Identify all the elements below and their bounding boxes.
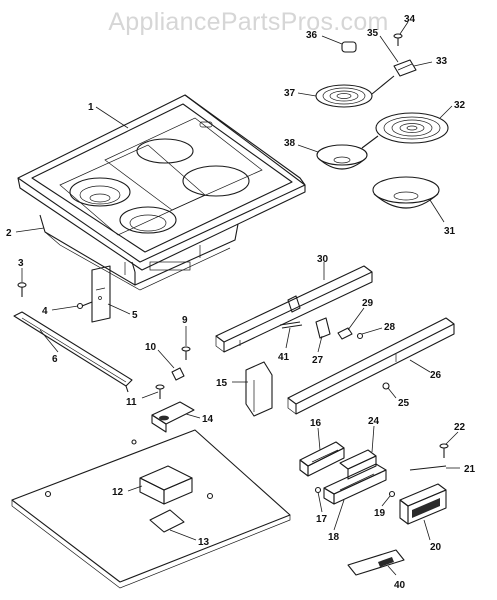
callout-10: 10	[145, 342, 157, 353]
callout-41: 41	[278, 352, 290, 363]
callout-16: 16	[310, 418, 322, 429]
screw-part-28	[356, 332, 364, 340]
terminal-block	[393, 59, 417, 77]
callout-12: 12	[112, 487, 124, 498]
clip-part-27	[315, 317, 331, 339]
callout-14: 14	[202, 414, 214, 425]
trim-strip	[13, 311, 133, 393]
screw-part-29	[337, 327, 353, 340]
callout-22: 22	[454, 422, 466, 433]
infinite-switch	[299, 441, 345, 477]
callout-25: 25	[398, 398, 410, 409]
callout-24: 24	[368, 416, 380, 427]
terminal-part-17	[314, 486, 322, 494]
callout-34: 34	[404, 14, 416, 25]
knob-cap	[341, 41, 357, 53]
callout-4: 4	[42, 306, 48, 317]
screw-part-19	[388, 490, 396, 498]
callout-37: 37	[284, 88, 296, 99]
bracket-part-5	[91, 265, 111, 323]
callout-3: 3	[18, 258, 24, 269]
switch-block	[339, 449, 377, 480]
callout-labels: 1 2 3 4 5 6 9 10 11 12 13 14 15 16 17 18…	[6, 14, 476, 591]
callout-29: 29	[362, 298, 374, 309]
rear-channel	[215, 265, 373, 353]
watermark: AppliancePartsPros.com	[108, 8, 389, 36]
rod-part-41	[279, 321, 303, 329]
drip-bowl-large	[372, 176, 440, 209]
callout-35: 35	[367, 28, 379, 39]
drip-bowl-small	[316, 144, 368, 170]
callout-1: 1	[88, 102, 94, 113]
surface-element-small	[315, 75, 395, 108]
callout-40: 40	[394, 580, 406, 591]
callout-13: 13	[198, 537, 210, 548]
screw-part-4	[76, 301, 93, 310]
switch-housing	[151, 401, 195, 433]
leader-lines	[15, 21, 460, 576]
bottom-panel	[11, 429, 291, 589]
callout-6: 6	[52, 354, 58, 365]
front-channel	[287, 317, 455, 415]
center-bracket	[139, 465, 193, 505]
screw-part-11	[155, 384, 165, 399]
strip-part-21	[409, 465, 447, 471]
callout-26: 26	[430, 370, 442, 381]
burner-box	[39, 214, 239, 291]
clip-part-10	[171, 367, 185, 381]
callout-31: 31	[444, 226, 456, 237]
screw-part-34	[393, 33, 403, 46]
callout-11: 11	[126, 397, 137, 408]
callout-5: 5	[132, 310, 138, 321]
callout-33: 33	[436, 56, 448, 67]
indicator-housing	[399, 483, 447, 525]
label-plate	[347, 549, 405, 576]
screw-part-22	[439, 443, 449, 458]
bracket-part-15	[245, 361, 273, 417]
callout-30: 30	[317, 254, 329, 265]
surface-element-large	[361, 112, 449, 149]
cooktop-main-top	[17, 94, 306, 271]
callout-17: 17	[316, 514, 328, 525]
callout-20: 20	[430, 542, 442, 553]
callout-21: 21	[464, 464, 476, 475]
callout-2: 2	[6, 228, 12, 239]
callout-32: 32	[454, 100, 466, 111]
screw-part-9	[181, 346, 191, 360]
callout-15: 15	[216, 378, 228, 389]
callout-19: 19	[374, 508, 386, 519]
callout-38: 38	[284, 138, 296, 149]
callout-28: 28	[384, 322, 396, 333]
callout-27: 27	[312, 355, 324, 366]
screw-part-25	[382, 382, 390, 390]
screw-part-3	[17, 282, 27, 297]
callout-36: 36	[306, 30, 318, 41]
switch-assembly	[323, 463, 387, 505]
callout-18: 18	[328, 532, 340, 543]
callout-9: 9	[182, 315, 188, 326]
